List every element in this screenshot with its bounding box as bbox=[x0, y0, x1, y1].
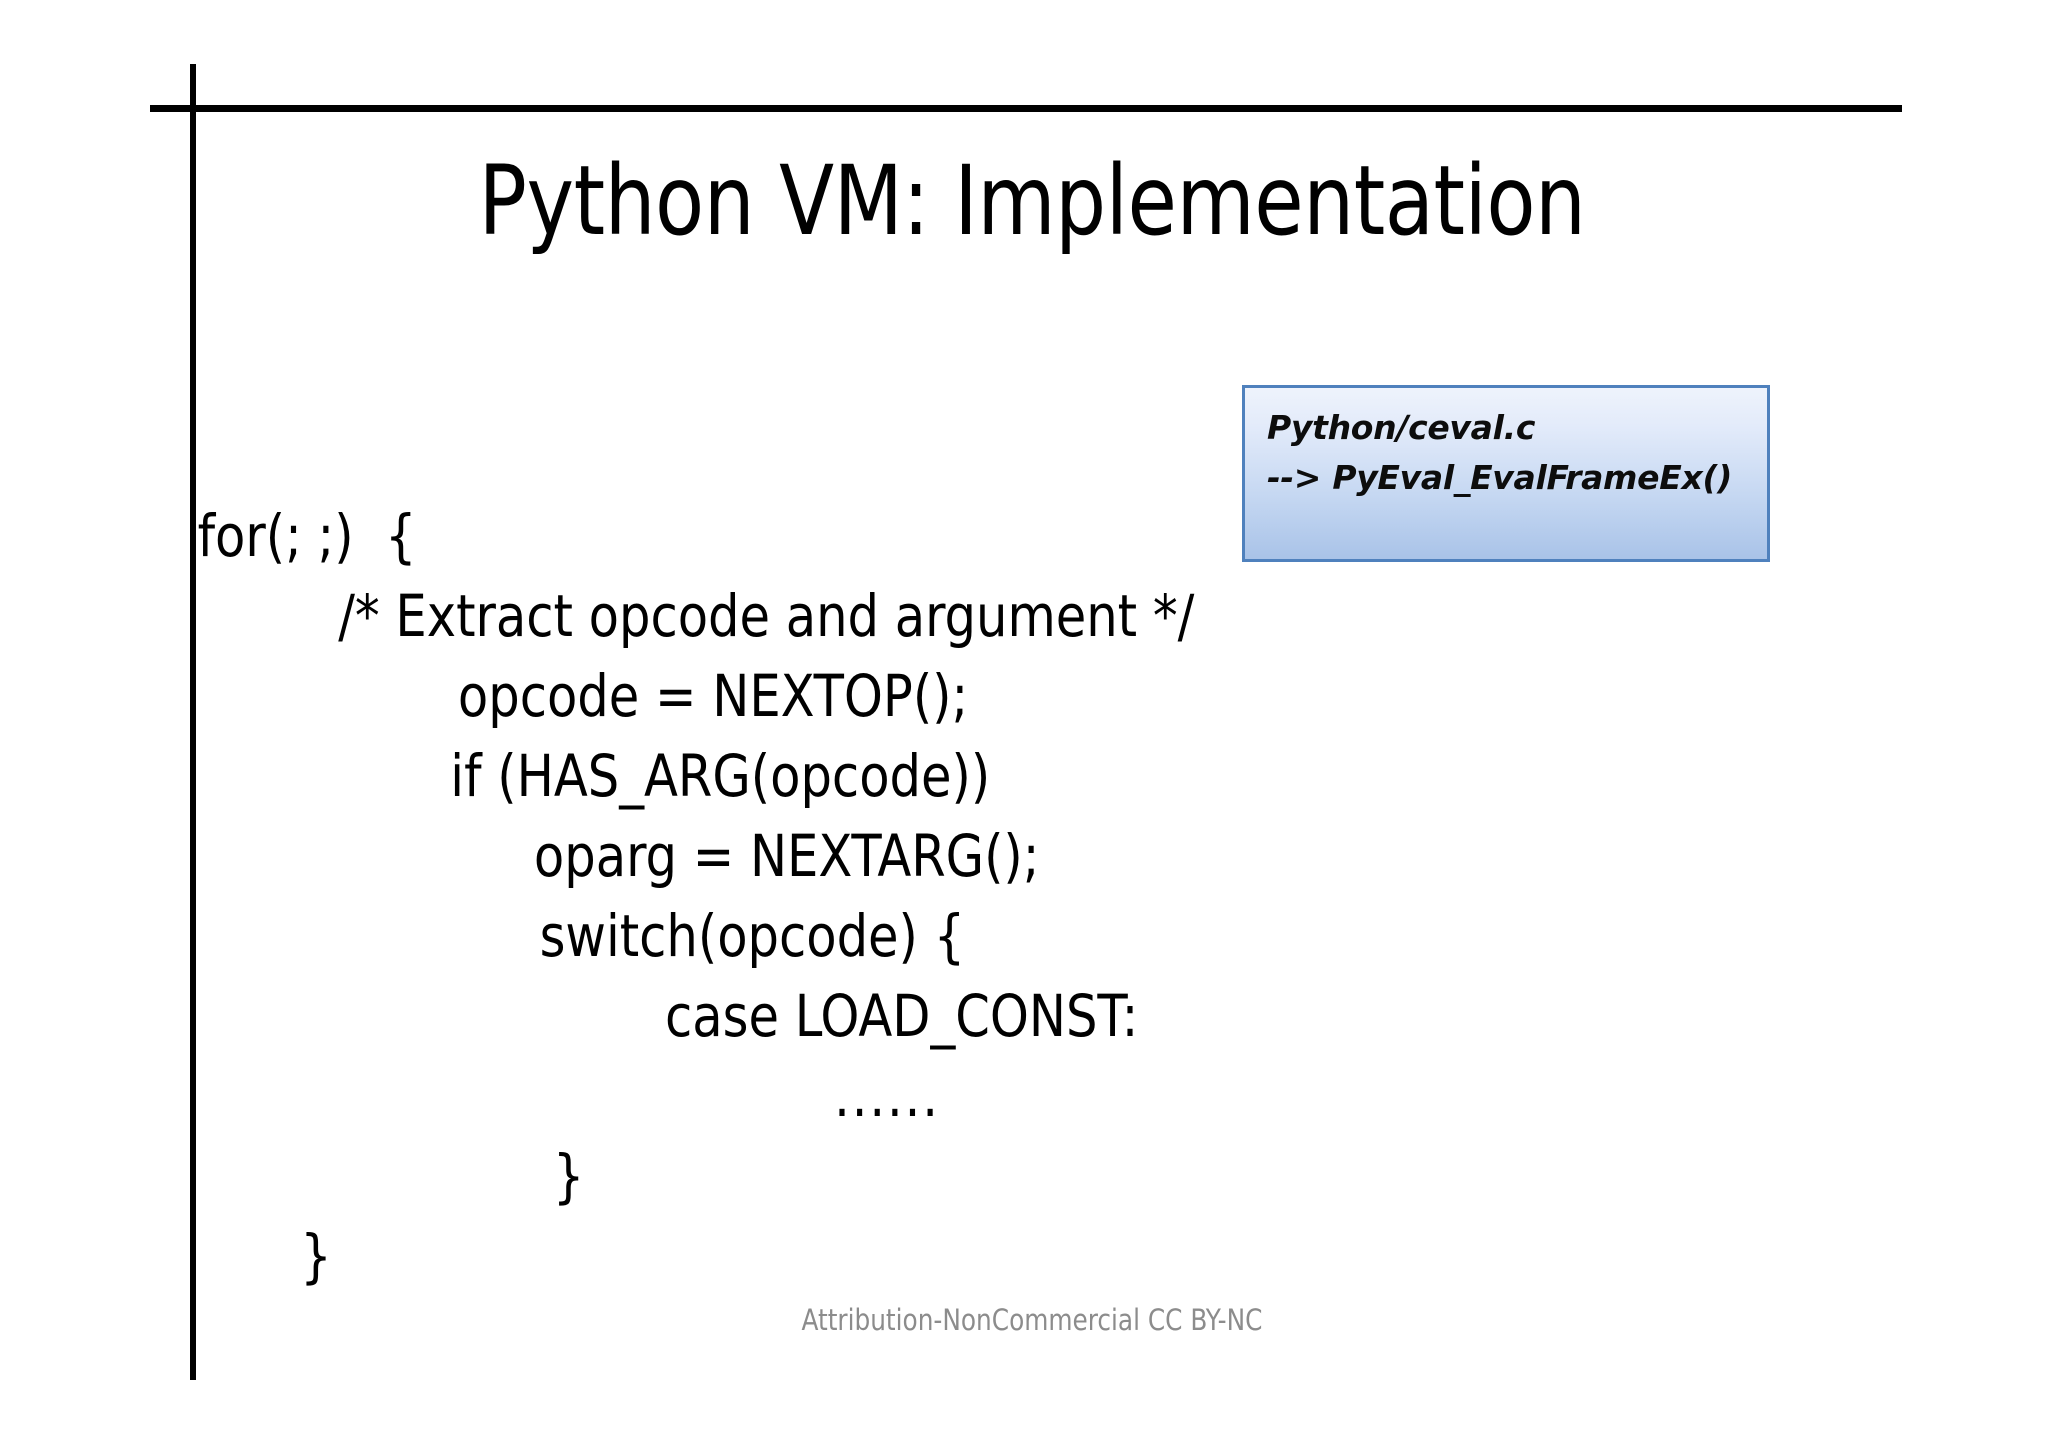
code-listing: for(; ;) { /* Extract opcode and argumen… bbox=[0, 496, 2048, 1296]
code-line: switch(opcode) { bbox=[539, 902, 966, 970]
code-line: case LOAD_CONST: bbox=[665, 982, 1139, 1050]
left-vertical-rule bbox=[190, 64, 196, 1380]
code-line: if (HAS_ARG(opcode)) bbox=[450, 742, 991, 810]
code-line: oparg = NEXTARG(); bbox=[533, 822, 1040, 890]
callout-source-file: Python/ceval.c bbox=[1267, 408, 1536, 447]
code-line: opcode = NEXTOP(); bbox=[457, 662, 969, 730]
page-title: Python VM: Implementation bbox=[478, 145, 1586, 257]
code-line-ellipsis: ...... bbox=[834, 1062, 940, 1130]
code-line: } bbox=[552, 1142, 585, 1210]
source-reference-callout: Python/ceval.c --> PyEval_EvalFrameEx() bbox=[1242, 385, 1770, 562]
code-line: /* Extract opcode and argument */ bbox=[338, 582, 1195, 650]
license-footer: Attribution-NonCommercial CC BY-NC bbox=[801, 1303, 1263, 1337]
callout-source-function: --> PyEval_EvalFrameEx() bbox=[1267, 458, 1733, 497]
top-horizontal-rule bbox=[150, 105, 1902, 112]
code-line: } bbox=[300, 1222, 332, 1290]
code-line: for(; ;) { bbox=[197, 502, 417, 570]
